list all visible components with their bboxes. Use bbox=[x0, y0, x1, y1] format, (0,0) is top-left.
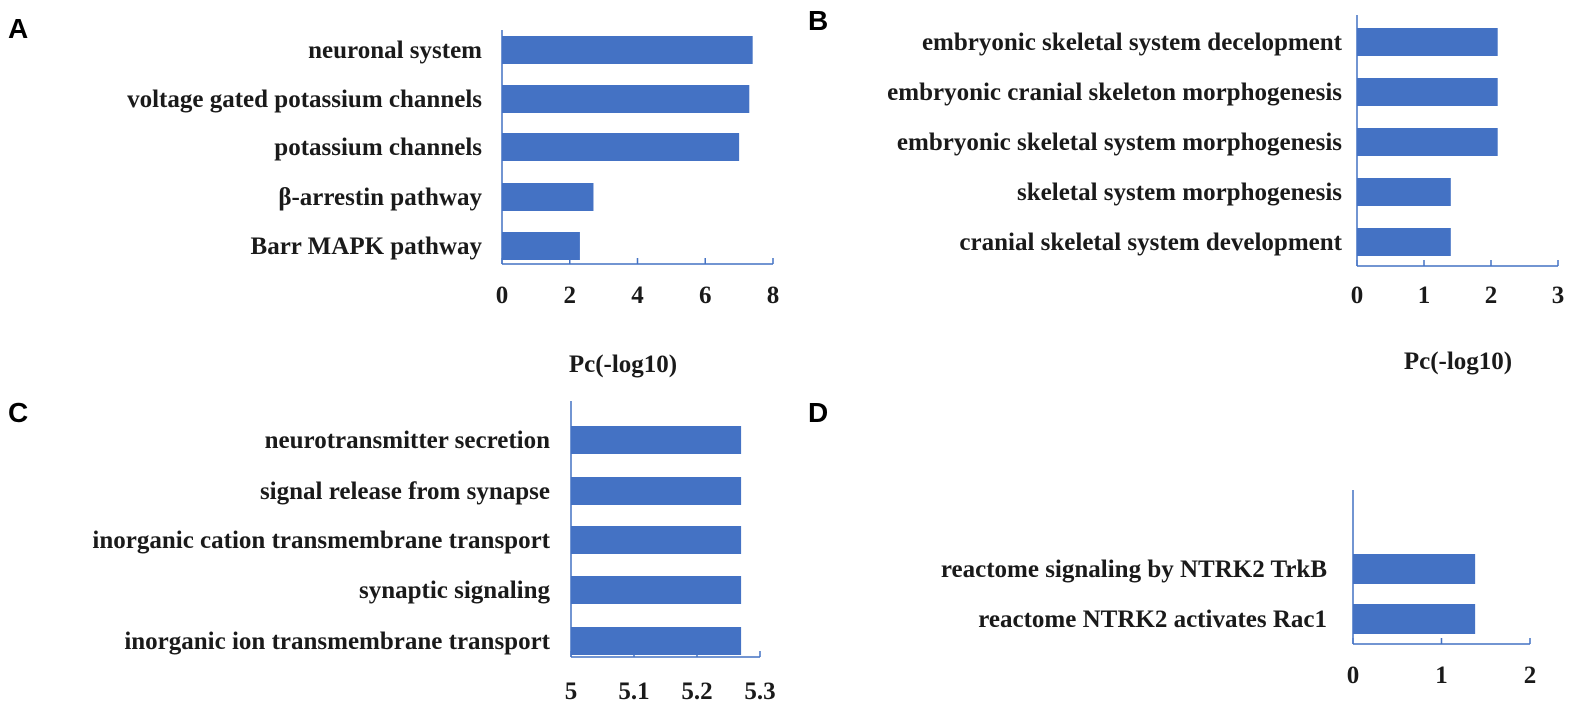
tick-label: 8 bbox=[767, 282, 780, 309]
tick-label: 5.3 bbox=[744, 678, 775, 705]
bar bbox=[571, 627, 742, 655]
tick-label: 2 bbox=[1485, 282, 1498, 309]
category-label: synaptic signaling bbox=[359, 577, 551, 604]
bar bbox=[571, 426, 742, 454]
category-label: potassium channels bbox=[274, 134, 482, 161]
tick-label: 1 bbox=[1418, 282, 1431, 309]
x-axis: 0 1 2 bbox=[1347, 490, 1537, 689]
category-label: embryonic skeletal system morphogenesis bbox=[897, 129, 1342, 156]
category-labels: embryonic skeletal system decelopment emb… bbox=[887, 29, 1343, 256]
x-axis-title: Pc(-log10) bbox=[1404, 348, 1512, 375]
category-label: embryonic skeletal system decelopment bbox=[922, 29, 1343, 56]
x-axis: 0 2 4 6 8 bbox=[496, 30, 780, 309]
category-label: neuronal system bbox=[308, 37, 482, 64]
bar bbox=[502, 133, 740, 161]
category-label: reactome NTRK2 activates Rac1 bbox=[978, 606, 1327, 633]
category-label: reactome signaling by NTRK2 TrkB bbox=[941, 556, 1327, 583]
category-label: voltage gated potassium channels bbox=[127, 86, 482, 113]
panel-letter: C bbox=[8, 397, 28, 428]
tick-label: 0 bbox=[1351, 282, 1364, 309]
bar bbox=[1357, 78, 1498, 106]
x-axis-title: Pc(-log10) bbox=[569, 351, 677, 378]
bar bbox=[502, 232, 580, 260]
bar bbox=[502, 36, 753, 64]
x-axis: 5 5.1 5.2 5.3 bbox=[565, 401, 776, 705]
panel-letter: D bbox=[808, 397, 828, 428]
tick-label: 5 bbox=[565, 678, 578, 705]
bar bbox=[1357, 128, 1498, 156]
tick-label: 0 bbox=[496, 282, 509, 309]
panel-b: B embryonic skeletal system decelopmente… bbox=[808, 5, 1564, 375]
tick-label: 3 bbox=[1552, 282, 1565, 309]
category-label: β-arrestin pathway bbox=[278, 184, 482, 211]
category-label: embryonic cranial skeleton morphogenesis bbox=[887, 79, 1342, 106]
bar bbox=[571, 576, 742, 604]
category-label: neurotransmitter secretion bbox=[265, 427, 550, 454]
category-label: inorganic cation transmembrane transport bbox=[92, 527, 550, 554]
category-labels: reactome signaling by NTRK2 TrkB reactome… bbox=[941, 556, 1327, 633]
bar bbox=[502, 85, 750, 113]
tick-label: 2 bbox=[1524, 662, 1537, 689]
tick-label: 5.1 bbox=[618, 678, 649, 705]
bar bbox=[1357, 228, 1451, 256]
category-label: signal release from synapse bbox=[260, 478, 550, 505]
bar bbox=[1353, 554, 1476, 584]
bar bbox=[571, 477, 742, 505]
bars bbox=[1353, 554, 1476, 634]
panel-c: C neurotransmitter secretion signal relea… bbox=[8, 397, 776, 705]
tick-label: 2 bbox=[564, 282, 577, 309]
bar bbox=[502, 183, 594, 211]
panel-a: A neuronal system voltage gated potassium… bbox=[8, 13, 779, 378]
tick-label: 5.2 bbox=[681, 678, 712, 705]
category-labels: neuronal system voltage gated potassium c… bbox=[127, 37, 482, 260]
category-label: cranial skeletal system development bbox=[959, 229, 1342, 256]
bar bbox=[571, 526, 742, 554]
panel-letter: B bbox=[808, 5, 828, 36]
tick-label: 6 bbox=[699, 282, 712, 309]
tick-label: 1 bbox=[1435, 662, 1448, 689]
category-label: inorganic ion transmembrane transport bbox=[124, 628, 550, 655]
bar bbox=[1357, 28, 1498, 56]
category-labels: neurotransmitter secretion signal release… bbox=[92, 427, 550, 655]
bar bbox=[1357, 178, 1451, 206]
category-label: Barr MAPK pathway bbox=[251, 233, 483, 260]
panel-letter: A bbox=[8, 13, 28, 44]
x-axis: 0 1 2 3 bbox=[1351, 15, 1565, 309]
bars bbox=[571, 426, 742, 655]
bar bbox=[1353, 604, 1476, 634]
category-label: skeletal system morphogenesis bbox=[1017, 179, 1342, 206]
tick-label: 0 bbox=[1347, 662, 1360, 689]
bars bbox=[502, 36, 753, 260]
panel-d: D reactome signaling by NTRK2 TrkBreacto… bbox=[808, 397, 1536, 689]
bars bbox=[1357, 28, 1498, 256]
tick-label: 4 bbox=[631, 282, 644, 309]
